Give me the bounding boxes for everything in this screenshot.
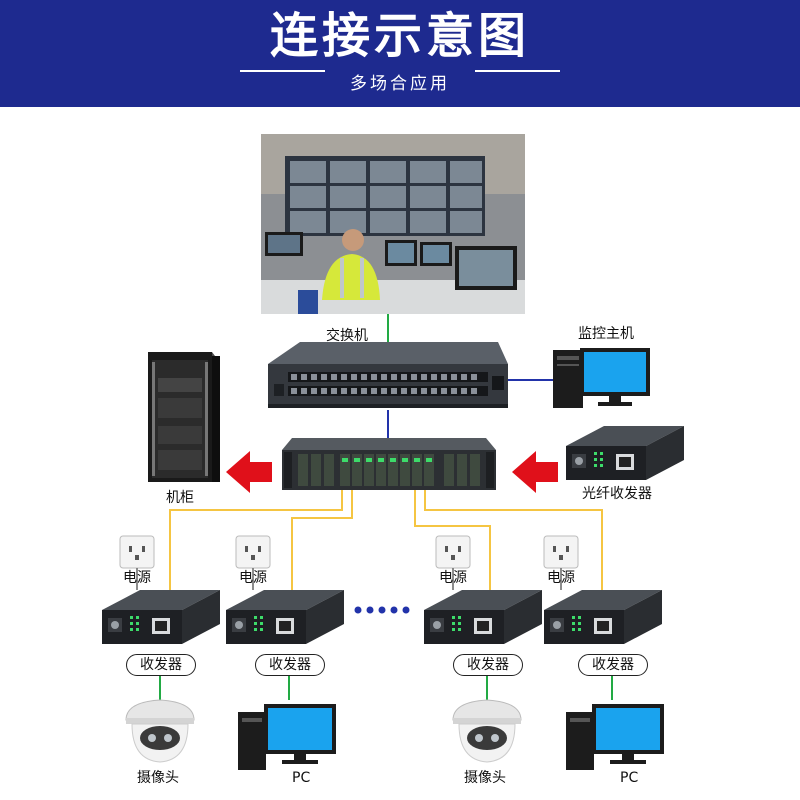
- pc-device-2: [566, 704, 664, 770]
- page-title: 连接示意图: [269, 8, 530, 64]
- power-label-2: 电源: [239, 570, 267, 586]
- fiber-line-1: [169, 490, 343, 590]
- switch-device: [268, 342, 508, 408]
- power-socket-3: [435, 535, 471, 569]
- transceiver-label-4: 收发器: [578, 654, 648, 676]
- power-label-1: 电源: [123, 570, 151, 586]
- fiber-chassis-device: [282, 438, 496, 490]
- pc-label-1: PC: [292, 770, 311, 786]
- cabinet-device: [148, 352, 220, 482]
- connection-lines: [159, 314, 613, 700]
- camera-label-1: 摄像头: [137, 770, 179, 786]
- ellipsis-dots: [354, 606, 410, 614]
- switch-label: 交换机: [326, 328, 368, 344]
- power-socket-2: [235, 535, 271, 569]
- fiber-transceiver-device: [566, 426, 684, 480]
- transceiver-device-3: [424, 590, 542, 644]
- pc-label-2: PC: [620, 770, 639, 786]
- transceiver-label-2: 收发器: [255, 654, 325, 676]
- pc-device-1: [238, 704, 336, 770]
- arrow-from-transceiver: [512, 451, 558, 493]
- power-label-4: 电源: [547, 570, 575, 586]
- monitor-host-device: [553, 348, 650, 408]
- transceiver-label-1: 收发器: [126, 654, 196, 676]
- header-banner: 连接示意图 多场合应用: [0, 0, 800, 107]
- transceiver-label-3: 收发器: [453, 654, 523, 676]
- fiber-line-3: [414, 490, 491, 590]
- monitor-host-label: 监控主机: [578, 326, 634, 342]
- fiber-line-4: [424, 490, 603, 590]
- dome-camera-1: [125, 699, 195, 763]
- subtitle-rule-left: [240, 70, 325, 72]
- power-label-3: 电源: [439, 570, 467, 586]
- transceiver-device-4: [544, 590, 662, 644]
- dome-camera-2: [452, 699, 522, 763]
- power-socket-1: [119, 535, 155, 569]
- power-socket-4: [543, 535, 579, 569]
- subtitle-rule-right: [475, 70, 560, 72]
- cabinet-label: 机柜: [166, 490, 194, 506]
- fiber-line-2: [291, 490, 353, 590]
- transceiver-device-2: [226, 590, 344, 644]
- control-room-photo: [261, 134, 525, 314]
- arrow-to-cabinet: [226, 451, 272, 493]
- transceiver-device-1: [102, 590, 220, 644]
- camera-label-2: 摄像头: [464, 770, 506, 786]
- fiber-transceiver-label: 光纤收发器: [582, 486, 652, 502]
- page-subtitle: 多场合应用: [350, 74, 450, 94]
